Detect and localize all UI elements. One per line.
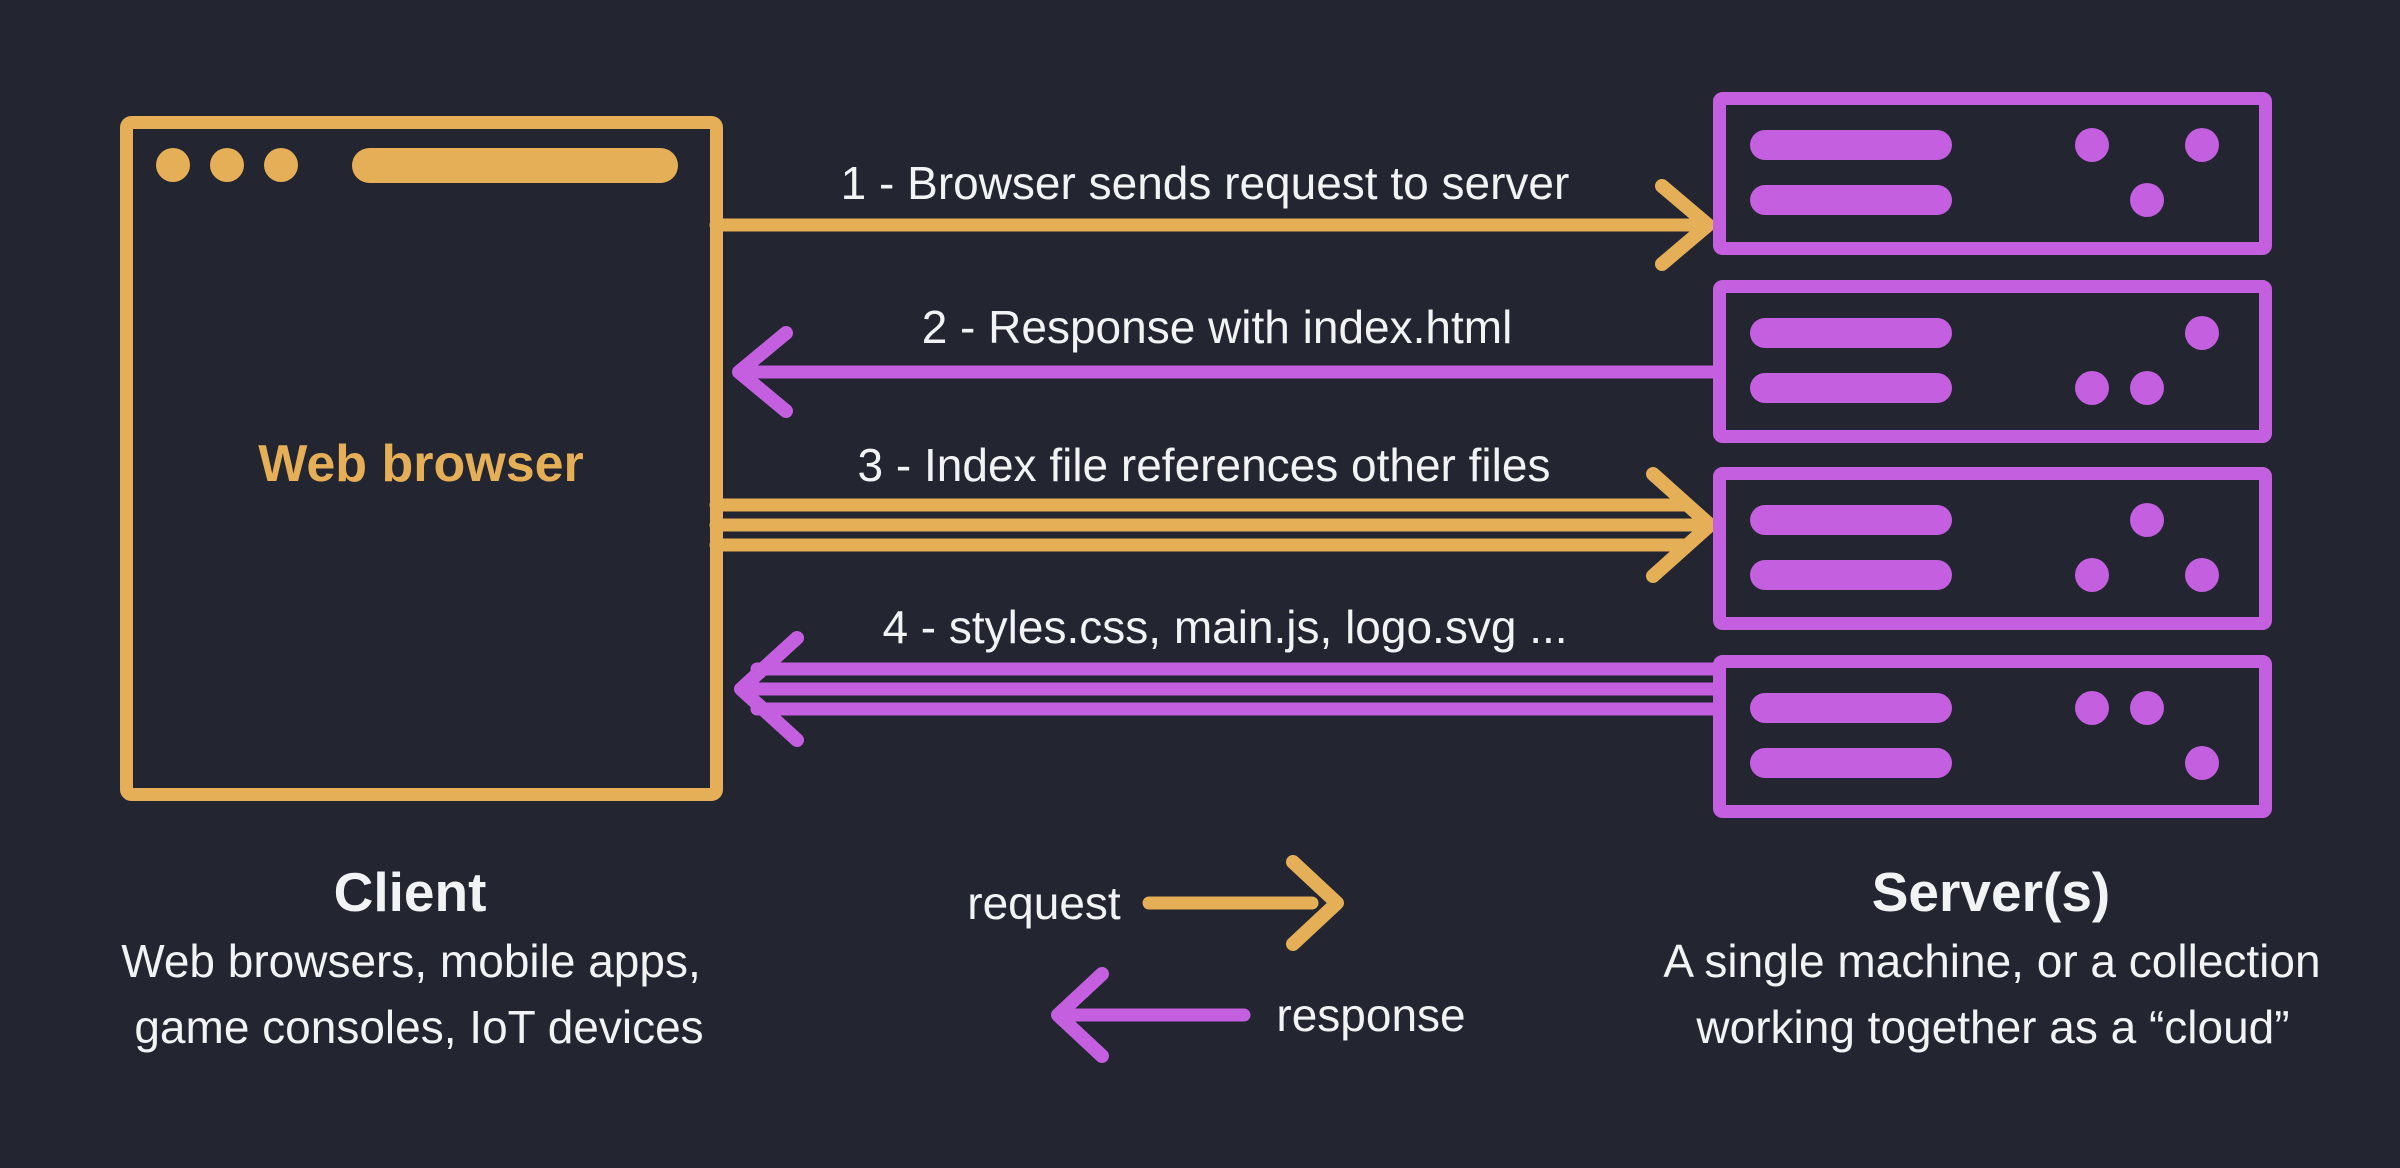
url-bar: [352, 148, 678, 183]
server-drive-bar: [1750, 748, 1952, 778]
server-led-dot-icon: [2075, 128, 2109, 162]
server-frame: [1713, 280, 2272, 443]
servers-description-line2: working together as a “cloud”: [1695, 1001, 2289, 1053]
server-led-dot-icon: [2130, 691, 2164, 725]
step-4: 4 - styles.css, main.js, logo.svg ...: [734, 601, 1720, 747]
server-led-dot-icon: [2185, 746, 2219, 780]
servers-heading: Server(s): [1872, 861, 2110, 923]
legend-request-arrow-icon: [1142, 855, 1344, 951]
window-control-dot-icon: [210, 148, 244, 182]
server-led-dot-icon: [2130, 371, 2164, 405]
server-drive-bar: [1750, 373, 1952, 403]
response-multi-arrow-icon: [734, 631, 1720, 747]
step-2-label: 2 - Response with index.html: [922, 301, 1513, 353]
legend-response-label: response: [1276, 989, 1465, 1041]
step-1-label: 1 - Browser sends request to server: [841, 157, 1570, 209]
server-drive-bar: [1750, 693, 1952, 723]
server-frame: [1713, 655, 2272, 818]
server-icon-4: [1713, 655, 2272, 818]
server-led-dot-icon: [2130, 503, 2164, 537]
client-caption: Client Web browsers, mobile apps, game c…: [121, 861, 703, 1053]
legend-response-arrow-icon: [1051, 967, 1251, 1063]
request-arrow-icon: [709, 179, 1715, 271]
window-control-dot-icon: [156, 148, 190, 182]
server-icon-1: [1713, 92, 2272, 255]
server-drive-bar: [1750, 318, 1952, 348]
client-description-line1: Web browsers, mobile apps,: [121, 935, 701, 987]
server-led-dot-icon: [2185, 558, 2219, 592]
server-led-dot-icon: [2185, 128, 2219, 162]
server-led-dot-icon: [2130, 183, 2164, 217]
server-led-dot-icon: [2075, 691, 2109, 725]
request-multi-arrow-icon: [709, 467, 1717, 583]
legend-request-label: request: [967, 877, 1121, 929]
browser-window-label: Web browser: [258, 435, 584, 493]
step-3: 3 - Index file references other files: [709, 439, 1717, 583]
response-arrow-icon: [732, 326, 1720, 418]
servers-description-line1: A single machine, or a collection: [1663, 935, 2320, 987]
server-icon-2: [1713, 280, 2272, 443]
server-frame: [1713, 467, 2272, 630]
server-drive-bar: [1750, 130, 1952, 160]
server-led-dot-icon: [2075, 371, 2109, 405]
step-2: 2 - Response with index.html: [732, 301, 1720, 418]
client-description-line2: game consoles, IoT devices: [134, 1001, 703, 1053]
server-led-dot-icon: [2185, 316, 2219, 350]
server-drive-bar: [1750, 505, 1952, 535]
browser-window-icon: Web browser: [120, 116, 723, 801]
legend: request response: [967, 855, 1466, 1063]
servers-caption: Server(s) A single machine, or a collect…: [1663, 861, 2320, 1053]
server-icon-3: [1713, 467, 2272, 630]
browser-window-frame: [120, 116, 723, 801]
server-drive-bar: [1750, 185, 1952, 215]
step-3-label: 3 - Index file references other files: [858, 439, 1551, 491]
server-drive-bar: [1750, 560, 1952, 590]
server-frame: [1713, 92, 2272, 255]
step-1: 1 - Browser sends request to server: [709, 157, 1715, 271]
step-4-label: 4 - styles.css, main.js, logo.svg ...: [882, 601, 1567, 653]
window-control-dot-icon: [264, 148, 298, 182]
client-heading: Client: [334, 861, 487, 923]
server-led-dot-icon: [2075, 558, 2109, 592]
